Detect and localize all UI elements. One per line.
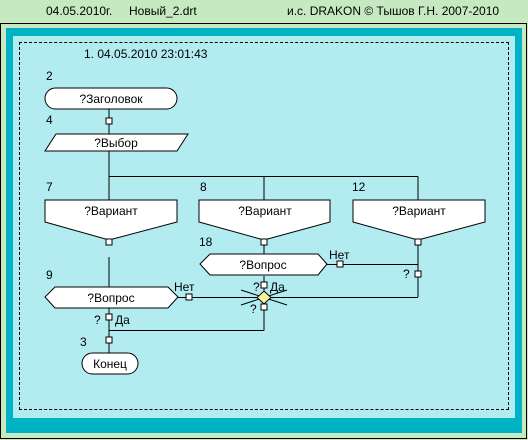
node-number-header: 2 (46, 69, 53, 83)
diagram-title: 1. 04.05.2010 23:01:43 (84, 47, 208, 61)
edge-label-yes-q18: Да (270, 280, 285, 294)
question-9-label: ?Вопрос (87, 291, 134, 305)
header-copyright: и.с. DRAKON © Тышов Г.Н. 2007-2010 (287, 4, 500, 18)
header-block-label: ?Заголовок (79, 92, 143, 106)
edge-mark-q18: ? (253, 280, 260, 294)
variant-block-2[interactable] (198, 199, 331, 241)
node-number-question9: 9 (46, 268, 53, 282)
node-number-variant2: 8 (200, 180, 207, 194)
choice-block[interactable] (44, 133, 189, 152)
diagram-dashed-border (19, 42, 509, 410)
variant-block-1[interactable] (44, 199, 178, 241)
diagram-frame (0, 23, 527, 439)
edge-label-yes-q9: Да (115, 313, 130, 327)
variant-block-3[interactable] (352, 199, 486, 241)
choice-block-label: ?Выбор (94, 136, 138, 150)
end-block-label: Конец (93, 357, 127, 371)
question-18-label: ?Вопрос (239, 258, 286, 272)
variant-2-label: ?Вариант (238, 204, 292, 218)
node-number-end: 3 (80, 335, 87, 349)
connection-points (105, 117, 422, 344)
variant-1-label: ?Вариант (84, 204, 138, 218)
node-number-variant1: 7 (46, 180, 53, 194)
edge-mark-junction: ? (250, 302, 257, 316)
header-date: 04.05.2010г. (46, 4, 113, 18)
edge-mark-v3: ? (403, 267, 410, 281)
node-number-question18: 18 (199, 235, 213, 249)
question-block-9[interactable] (44, 286, 179, 309)
header-filename: Новый_2.drt (129, 4, 197, 18)
end-block[interactable] (81, 352, 139, 375)
header-block[interactable] (44, 87, 178, 110)
edge-label-no-q9: Нет (174, 280, 195, 294)
node-number-variant3: 12 (352, 180, 366, 194)
question-block-18[interactable] (199, 253, 328, 276)
variant-3-label: ?Вариант (392, 204, 446, 218)
node-number-choice: 4 (46, 113, 53, 127)
edge-label-no-q18: Нет (329, 248, 350, 262)
edge-mark-q9: ? (94, 313, 101, 327)
title-bar: 04.05.2010г. Новый_2.drt и.с. DRAKON © Т… (0, 0, 528, 22)
junction-diamond (240, 289, 288, 306)
